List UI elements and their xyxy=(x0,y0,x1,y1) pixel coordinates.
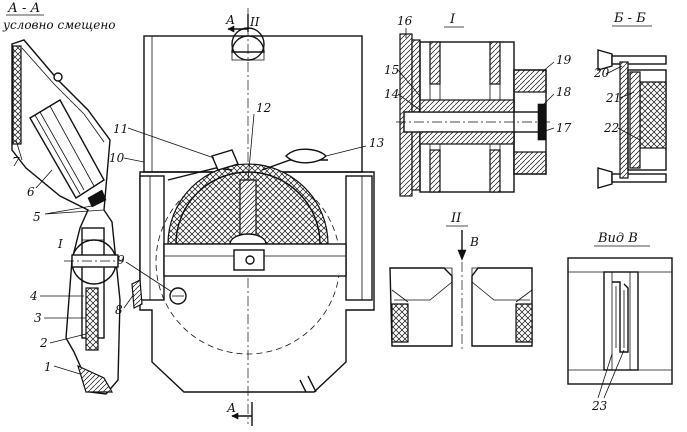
section-aa: А - А условно смещено I 7 6 5 4 3 2 1 xyxy=(2,1,124,395)
label-5: 5 xyxy=(33,210,41,224)
detail-ii-right-body xyxy=(471,267,533,347)
label-17: 17 xyxy=(556,121,572,135)
main-cable-13 xyxy=(285,148,327,164)
main-connector-11 xyxy=(211,149,239,171)
label-7: 7 xyxy=(12,155,20,169)
section-bb: Б - Б 20 21 22 xyxy=(593,11,667,189)
label-11: 11 xyxy=(113,122,128,136)
section-bb-title: Б - Б xyxy=(613,11,646,26)
aa-bottom-shield xyxy=(77,364,114,393)
section-aa-title: А - А xyxy=(7,1,40,16)
main-beam-hole xyxy=(245,255,255,265)
aa-callout-label-i: I xyxy=(57,237,63,251)
bb-bolt-bot xyxy=(611,173,667,183)
cut-marker-a-top: А xyxy=(225,13,235,27)
main-top-knob-base xyxy=(231,51,265,61)
detail-i: I 16 15 14 19 18 17 xyxy=(384,12,572,197)
main-right-bracket xyxy=(345,175,373,301)
label-19: 19 xyxy=(556,53,572,67)
detail-i-sleeve-top xyxy=(419,99,515,113)
label-15: 15 xyxy=(384,63,399,77)
aa-housing-outline xyxy=(11,39,121,395)
view-v-spring-clip xyxy=(612,281,629,353)
aa-leaders xyxy=(15,139,87,375)
detail-i-sleeve-bot xyxy=(419,131,515,145)
main-clip-8 xyxy=(131,279,143,309)
label-22: 22 xyxy=(603,121,619,135)
label-4: 4 xyxy=(29,289,38,303)
bb-bolt-top xyxy=(611,55,667,65)
detail-i-tube-top-l xyxy=(429,41,441,85)
aa-lower-glass xyxy=(85,287,99,351)
label-9: 9 xyxy=(117,253,125,267)
detail-i-hub-bot xyxy=(513,151,547,175)
main-lower-hinge xyxy=(299,375,317,393)
bb-wing-nut-top xyxy=(597,49,613,71)
detail-i-title: I xyxy=(449,12,456,27)
bb-gasket xyxy=(629,71,641,169)
detail-ii-gasket-right xyxy=(515,303,533,343)
detail-ii-title: II xyxy=(450,211,462,226)
aa-lamp-ribs xyxy=(34,105,95,195)
detail-ii-notch xyxy=(444,267,478,276)
view-arrow-head xyxy=(457,249,467,261)
label-18: 18 xyxy=(556,85,572,99)
cut-arrowhead-a-top xyxy=(227,25,235,33)
bb-leaders xyxy=(605,65,641,141)
main-center-cap xyxy=(229,233,267,245)
detail-ii-gasket-left xyxy=(391,303,409,343)
cut-marker-a-bottom: А xyxy=(226,401,236,415)
detail-i-hub-top xyxy=(513,69,547,93)
main-upper-box xyxy=(143,35,363,173)
aa-lamp-socket xyxy=(87,189,107,208)
label-14: 14 xyxy=(384,87,399,101)
aa-lifting-eye xyxy=(53,72,63,82)
bb-glass xyxy=(639,81,667,149)
detail-ii-gasket-edges xyxy=(391,289,533,303)
label-1: 1 xyxy=(44,360,52,374)
bb-frame-left xyxy=(619,61,629,179)
view-v-title: Вид В xyxy=(597,231,638,246)
label-13: 13 xyxy=(369,136,385,150)
label-20: 20 xyxy=(593,66,610,80)
main-callout-label-ii: II xyxy=(249,15,260,29)
view-v: Вид В 23 xyxy=(567,231,673,413)
detail-ii: II В xyxy=(389,211,533,350)
label-3: 3 xyxy=(34,311,42,325)
label-2: 2 xyxy=(39,336,48,350)
main-view: II А А xyxy=(109,8,385,426)
section-aa-note: условно смещено xyxy=(2,18,116,32)
detail-i-leaders xyxy=(397,28,555,133)
detail-i-tube-bot-l xyxy=(429,149,441,193)
label-23: 23 xyxy=(591,399,608,413)
label-10: 10 xyxy=(109,151,125,165)
detail-i-nut xyxy=(537,103,547,141)
view-v-leaders xyxy=(597,349,625,399)
view-v-spring-inner xyxy=(615,286,625,348)
cut-arrowhead-a-bottom xyxy=(231,412,239,420)
detail-i-tube-bot-r xyxy=(489,149,501,193)
view-arrow-label: В xyxy=(469,235,479,249)
label-12: 12 xyxy=(256,101,271,115)
label-8: 8 xyxy=(115,303,123,317)
label-6: 6 xyxy=(27,185,35,199)
aa-front-plate xyxy=(12,45,22,145)
aa-leader-5 xyxy=(44,205,105,215)
detail-i-tube-top-r xyxy=(489,41,501,85)
main-lens-inner-arc xyxy=(175,171,321,245)
main-leaders xyxy=(123,113,367,309)
aa-inner-wall xyxy=(21,47,105,143)
main-left-bracket xyxy=(139,175,165,301)
bb-wing-nut-bot xyxy=(597,167,613,189)
view-v-frame xyxy=(567,257,673,385)
label-21: 21 xyxy=(605,91,621,105)
main-lower-body xyxy=(139,171,375,393)
view-v-slot xyxy=(603,271,639,371)
label-16: 16 xyxy=(397,14,413,28)
